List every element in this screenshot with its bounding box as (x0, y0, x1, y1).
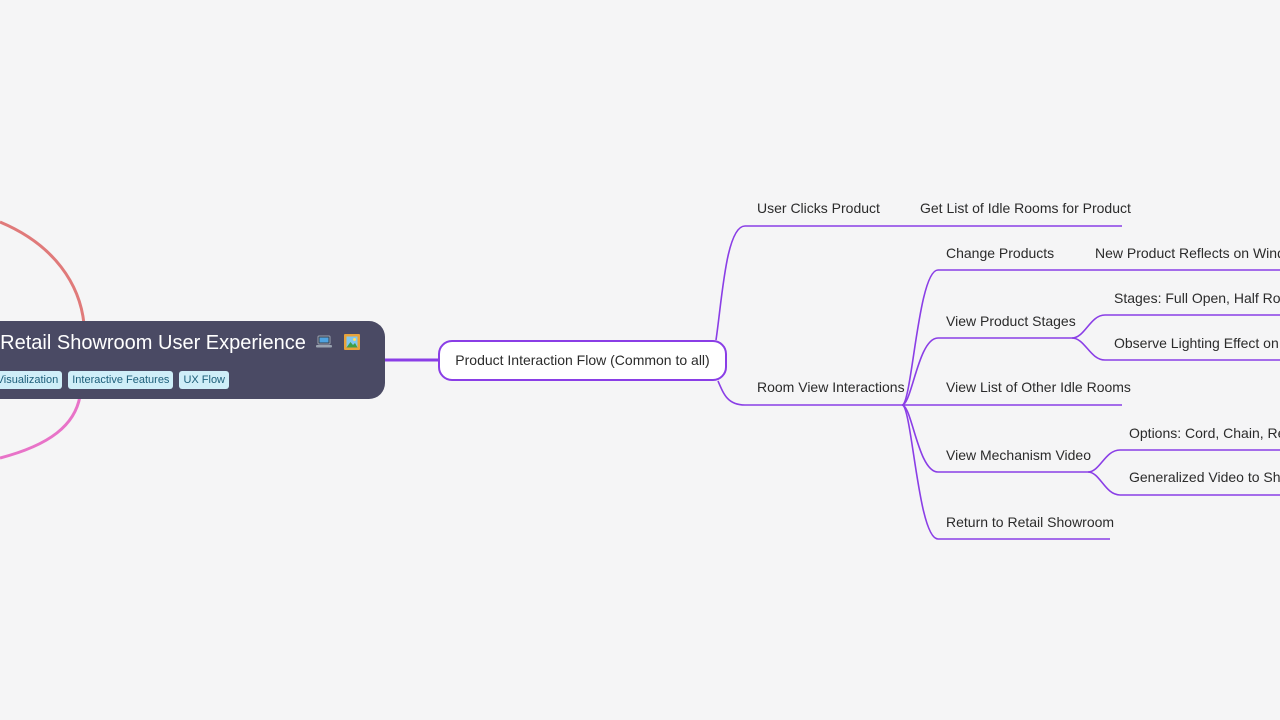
link-root-upper (0, 220, 86, 325)
branch-label: Product Interaction Flow (Common to all) (455, 352, 710, 368)
node-change-products[interactable]: Change Products (946, 245, 1055, 261)
node-observe-lighting[interactable]: Observe Lighting Effect on T (1114, 335, 1280, 351)
node-room-view-interactions[interactable]: Room View Interactions (757, 379, 905, 395)
link-room-view (717, 380, 902, 406)
link-mechanism (901, 404, 1088, 473)
node-user-clicks-product[interactable]: User Clicks Product (757, 200, 880, 216)
link-options (1087, 449, 1280, 473)
laptop-icon (316, 335, 333, 348)
link-lighting (1071, 337, 1280, 361)
node-stages[interactable]: Stages: Full Open, Half Rolle (1114, 290, 1280, 306)
node-return-showroom[interactable]: Return to Retail Showroom (946, 514, 1115, 530)
root-tags: uct Visualization Interactive Features U… (0, 371, 229, 389)
tag-product-visualization[interactable]: uct Visualization (0, 371, 63, 389)
node-view-other-rooms[interactable]: View List of Other Idle Rooms (946, 379, 1131, 395)
link-user-clicks (715, 225, 875, 341)
branch-node-product-interaction-flow[interactable]: Product Interaction Flow (Common to all) (438, 340, 727, 381)
tag-ux-flow[interactable]: UX Flow (179, 371, 229, 389)
link-change-products (901, 269, 1280, 406)
root-title: tual Retail Showroom User Experience (0, 332, 306, 354)
node-generalized-video[interactable]: Generalized Video to Show (1129, 469, 1280, 485)
link-generalized (1087, 471, 1280, 496)
root-title-row: tual Retail Showroom User Experience (0, 332, 361, 355)
node-view-mechanism-video[interactable]: View Mechanism Video (946, 447, 1092, 463)
node-options[interactable]: Options: Cord, Chain, Ren (1129, 425, 1280, 441)
link-stages-full (1071, 314, 1280, 339)
node-new-product-reflects[interactable]: New Product Reflects on Windo (1095, 245, 1280, 261)
node-view-product-stages[interactable]: View Product Stages (946, 313, 1076, 329)
framed-picture-icon (344, 334, 360, 350)
tag-interactive-features[interactable]: Interactive Features (68, 371, 174, 389)
root-node[interactable]: tual Retail Showroom User Experience uct… (0, 321, 385, 399)
link-view-stages (901, 337, 1072, 406)
link-return (901, 404, 1110, 540)
node-get-idle-rooms[interactable]: Get List of Idle Rooms for Product (920, 200, 1131, 216)
link-root-lower (0, 395, 82, 460)
